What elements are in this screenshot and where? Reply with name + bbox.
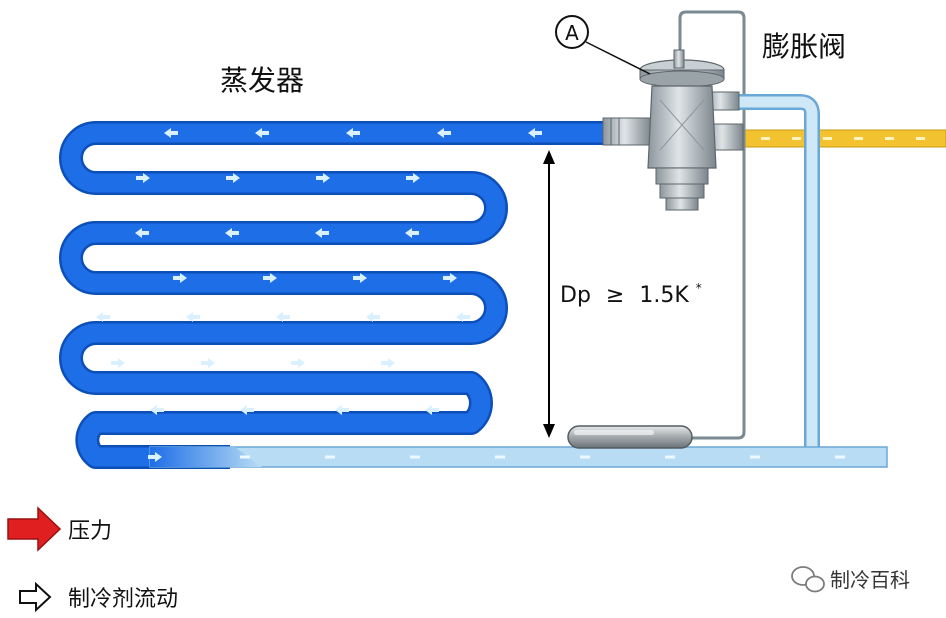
marker-a-leader bbox=[585, 41, 651, 75]
flow-arrow bbox=[366, 312, 380, 322]
suction-line bbox=[149, 446, 888, 468]
flow-arrow bbox=[263, 273, 277, 283]
dp-prefix: Dp bbox=[560, 283, 591, 308]
pressure-arrow-icon bbox=[7, 506, 62, 552]
flow-arrow bbox=[437, 128, 451, 138]
flow-arrows bbox=[96, 128, 542, 462]
dp-relation: ≥ bbox=[606, 283, 624, 308]
flow-arrow bbox=[276, 312, 290, 322]
flow-arrow bbox=[456, 312, 470, 322]
legend-flow-label: 制冷剂流动 bbox=[68, 587, 178, 612]
legend-pressure-label: 压力 bbox=[68, 519, 112, 544]
svg-text:A: A bbox=[565, 21, 579, 45]
evaporator-title: 蒸发器 bbox=[220, 64, 304, 97]
flow-arrow bbox=[201, 358, 215, 368]
watermark-text: 制冷百科 bbox=[830, 568, 910, 592]
dp-dimension-arrow bbox=[543, 150, 555, 438]
expansion-valve bbox=[602, 49, 744, 211]
dp-value: 1.5K bbox=[639, 283, 689, 308]
flow-arrow bbox=[353, 273, 367, 283]
flow-arrow bbox=[291, 358, 305, 368]
wechat-icon bbox=[791, 566, 825, 593]
flow-arrow bbox=[255, 128, 269, 138]
flow-arrow bbox=[148, 452, 162, 462]
expansion-valve-title: 膨胀阀 bbox=[762, 30, 846, 63]
dp-footnote: * bbox=[696, 281, 702, 295]
flow-arrow bbox=[316, 173, 330, 183]
watermark: 制冷百科 bbox=[791, 566, 910, 593]
flow-arrow bbox=[225, 228, 239, 238]
flow-arrow bbox=[381, 358, 395, 368]
flow-arrow bbox=[135, 228, 149, 238]
flow-arrow bbox=[406, 173, 420, 183]
flow-arrow bbox=[96, 312, 110, 322]
flow-arrow bbox=[335, 405, 349, 415]
flow-arrow-icon bbox=[19, 581, 52, 613]
flow-arrow bbox=[405, 228, 419, 238]
flow-arrow bbox=[315, 228, 329, 238]
flow-arrow bbox=[346, 128, 360, 138]
svg-text:Dp ≥ 1.5K *: Dp ≥ 1.5K * bbox=[560, 281, 702, 308]
flow-arrow bbox=[443, 273, 457, 283]
flow-arrow bbox=[240, 405, 254, 415]
evaporator-coil bbox=[59, 121, 888, 469]
flow-arrow bbox=[528, 128, 542, 138]
flow-arrow bbox=[173, 273, 187, 283]
flow-arrow bbox=[164, 128, 178, 138]
flow-arrow bbox=[425, 405, 439, 415]
liquid-line bbox=[714, 129, 946, 148]
flow-arrow bbox=[150, 405, 164, 415]
marker-a: A bbox=[555, 15, 651, 75]
dp-label: Dp ≥ 1.5K * bbox=[560, 281, 702, 308]
flow-arrow bbox=[226, 173, 240, 183]
sensing-bulb bbox=[567, 425, 693, 449]
legend: 压力 制冷剂流动 bbox=[7, 506, 178, 613]
capillary-tube bbox=[678, 10, 746, 440]
flow-arrow bbox=[186, 312, 200, 322]
equalizer-line bbox=[700, 94, 820, 450]
flow-arrow bbox=[111, 358, 125, 368]
flow-arrow bbox=[136, 173, 150, 183]
